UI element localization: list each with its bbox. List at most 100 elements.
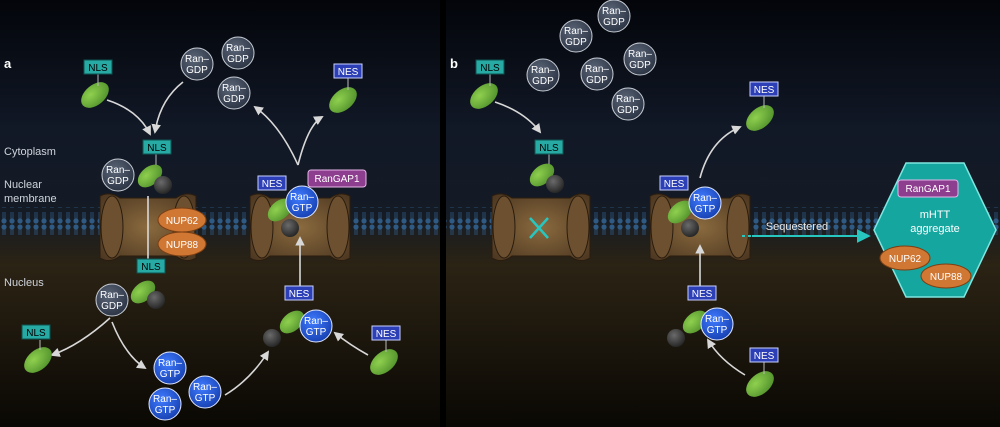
aggregate-label-line2: aggregate bbox=[910, 223, 960, 235]
ran-gtp-a-2: Ran– GTP bbox=[188, 375, 222, 409]
svg-text:NUP62: NUP62 bbox=[166, 216, 199, 227]
svg-text:GTP: GTP bbox=[195, 393, 216, 404]
svg-text:Ran–: Ran– bbox=[226, 43, 250, 54]
aggregate-label-line1: mHTT bbox=[920, 209, 951, 221]
sequestered-arrow: Sequestered bbox=[742, 221, 871, 243]
svg-text:NES: NES bbox=[754, 85, 775, 96]
svg-text:Ran–: Ran– bbox=[602, 6, 626, 17]
svg-text:Ran–: Ran– bbox=[628, 49, 652, 60]
nuclear-pore-b-blocked bbox=[491, 193, 591, 262]
membrane-label-line2: membrane bbox=[4, 193, 57, 205]
svg-text:GDP: GDP bbox=[227, 54, 249, 65]
svg-text:NES: NES bbox=[262, 179, 283, 190]
svg-text:Ran–: Ran– bbox=[158, 358, 182, 369]
ran-gdp-a-2: Ran– GDP bbox=[221, 36, 255, 70]
import-complex-a-nucleus: Ran– GDP NLS bbox=[95, 258, 166, 317]
svg-text:GTP: GTP bbox=[695, 204, 716, 215]
svg-text:GDP: GDP bbox=[101, 301, 123, 312]
ran-gdp-b-2: Ran– GDP bbox=[559, 19, 593, 53]
ran-gtp-a-3: Ran– GTP bbox=[148, 387, 182, 421]
svg-text:NES: NES bbox=[289, 289, 310, 300]
svg-text:GDP: GDP bbox=[603, 17, 625, 28]
nup62-b: NUP62 bbox=[889, 254, 922, 265]
import-complex-a-cyto: Ran– GDP NLS bbox=[101, 139, 172, 194]
ran-gtp-a-1: Ran– GTP bbox=[153, 351, 187, 385]
ran-gdp-b-5: Ran– GDP bbox=[623, 42, 657, 76]
svg-text:GTP: GTP bbox=[155, 405, 176, 416]
svg-text:GDP: GDP bbox=[565, 37, 587, 48]
svg-text:Ran–: Ran– bbox=[193, 382, 217, 393]
svg-text:Ran–: Ran– bbox=[100, 290, 124, 301]
ran-gdp-a-3: Ran– GDP bbox=[217, 76, 251, 110]
svg-text:Ran–: Ran– bbox=[585, 64, 609, 75]
svg-text:RanGAP1: RanGAP1 bbox=[314, 174, 359, 185]
sequestered-label: Sequestered bbox=[766, 221, 828, 233]
svg-text:NES: NES bbox=[692, 289, 713, 300]
nls-cargo-b-top: NLS bbox=[470, 59, 505, 109]
svg-text:Ran–: Ran– bbox=[290, 192, 314, 203]
svg-text:NLS: NLS bbox=[88, 63, 108, 74]
nucleus-label: Nucleus bbox=[4, 277, 44, 289]
panel-a-label: a bbox=[4, 56, 12, 71]
nes-cargo-a-top: NES bbox=[329, 63, 363, 113]
nup88-a: NUP88 bbox=[157, 231, 207, 257]
svg-text:Ran–: Ran– bbox=[705, 314, 729, 325]
ran-gdp-b-3: Ran– GDP bbox=[526, 58, 560, 92]
svg-text:GDP: GDP bbox=[532, 76, 554, 87]
rangap1-b: RanGAP1 bbox=[905, 184, 950, 195]
svg-text:Ran–: Ran– bbox=[304, 316, 328, 327]
svg-text:GDP: GDP bbox=[617, 105, 639, 116]
svg-text:Ran–: Ran– bbox=[106, 165, 130, 176]
svg-text:NES: NES bbox=[338, 67, 359, 78]
svg-text:NES: NES bbox=[376, 329, 397, 340]
nup62-a: NUP62 bbox=[157, 207, 207, 233]
svg-text:NLS: NLS bbox=[141, 262, 161, 273]
svg-text:GTP: GTP bbox=[707, 325, 728, 336]
svg-text:GDP: GDP bbox=[186, 65, 208, 76]
nes-cargo-a-bottom: NES bbox=[370, 325, 401, 375]
ran-gdp-b-6: Ran– GDP bbox=[611, 87, 645, 121]
svg-text:GTP: GTP bbox=[292, 203, 313, 214]
svg-text:NLS: NLS bbox=[480, 63, 500, 74]
blocked-x-icon bbox=[529, 217, 549, 239]
nup88-b: NUP88 bbox=[930, 272, 963, 283]
cytoplasm-label: Cytoplasm bbox=[4, 146, 56, 158]
svg-text:GDP: GDP bbox=[223, 94, 245, 105]
svg-text:NES: NES bbox=[754, 351, 775, 362]
svg-text:GDP: GDP bbox=[107, 176, 129, 187]
nes-cargo-b-top: NES bbox=[746, 81, 779, 131]
svg-text:NES: NES bbox=[664, 179, 685, 190]
svg-text:GTP: GTP bbox=[306, 327, 327, 338]
svg-text:Ran–: Ran– bbox=[564, 26, 588, 37]
svg-text:Ran–: Ran– bbox=[185, 54, 209, 65]
svg-text:Ran–: Ran– bbox=[693, 193, 717, 204]
ran-gdp-b-1: Ran– GDP bbox=[597, 0, 631, 33]
nls-cargo-a-top: NLS bbox=[81, 59, 113, 108]
nls-cargo-a-released: NLS bbox=[21, 324, 52, 373]
export-complex-a-membrane: Ran– GTP NES bbox=[257, 175, 319, 237]
ran-gdp-b-4: Ran– GDP bbox=[580, 57, 614, 91]
export-complex-b-membrane: Ran– GTP NES bbox=[659, 175, 722, 237]
import-complex-b-stuck: NLS bbox=[529, 139, 564, 193]
panel-b-label: b bbox=[450, 56, 458, 71]
svg-text:NLS: NLS bbox=[26, 328, 46, 339]
membrane-a bbox=[0, 207, 440, 235]
svg-text:Ran–: Ran– bbox=[531, 65, 555, 76]
svg-text:Ran–: Ran– bbox=[153, 394, 177, 405]
export-complex-a-nucleus: Ran– GTP NES bbox=[263, 285, 333, 347]
svg-text:Ran–: Ran– bbox=[222, 83, 246, 94]
nes-cargo-b-bottom: NES bbox=[746, 347, 779, 397]
svg-text:Ran–: Ran– bbox=[616, 94, 640, 105]
svg-text:GDP: GDP bbox=[629, 60, 651, 71]
svg-text:GDP: GDP bbox=[586, 75, 608, 86]
arrows-a bbox=[50, 81, 369, 396]
ran-gdp-a-1: Ran– GDP bbox=[180, 47, 214, 81]
export-complex-b-nucleus: Ran– GTP NES bbox=[667, 285, 734, 347]
panel-divider bbox=[440, 0, 446, 427]
svg-text:GTP: GTP bbox=[160, 369, 181, 380]
svg-text:NLS: NLS bbox=[539, 143, 559, 154]
svg-text:NLS: NLS bbox=[147, 143, 167, 154]
mhtt-aggregate: RanGAP1 mHTT aggregate NUP62 NUP88 bbox=[873, 162, 997, 298]
membrane-label-line1: Nuclear bbox=[4, 179, 42, 191]
